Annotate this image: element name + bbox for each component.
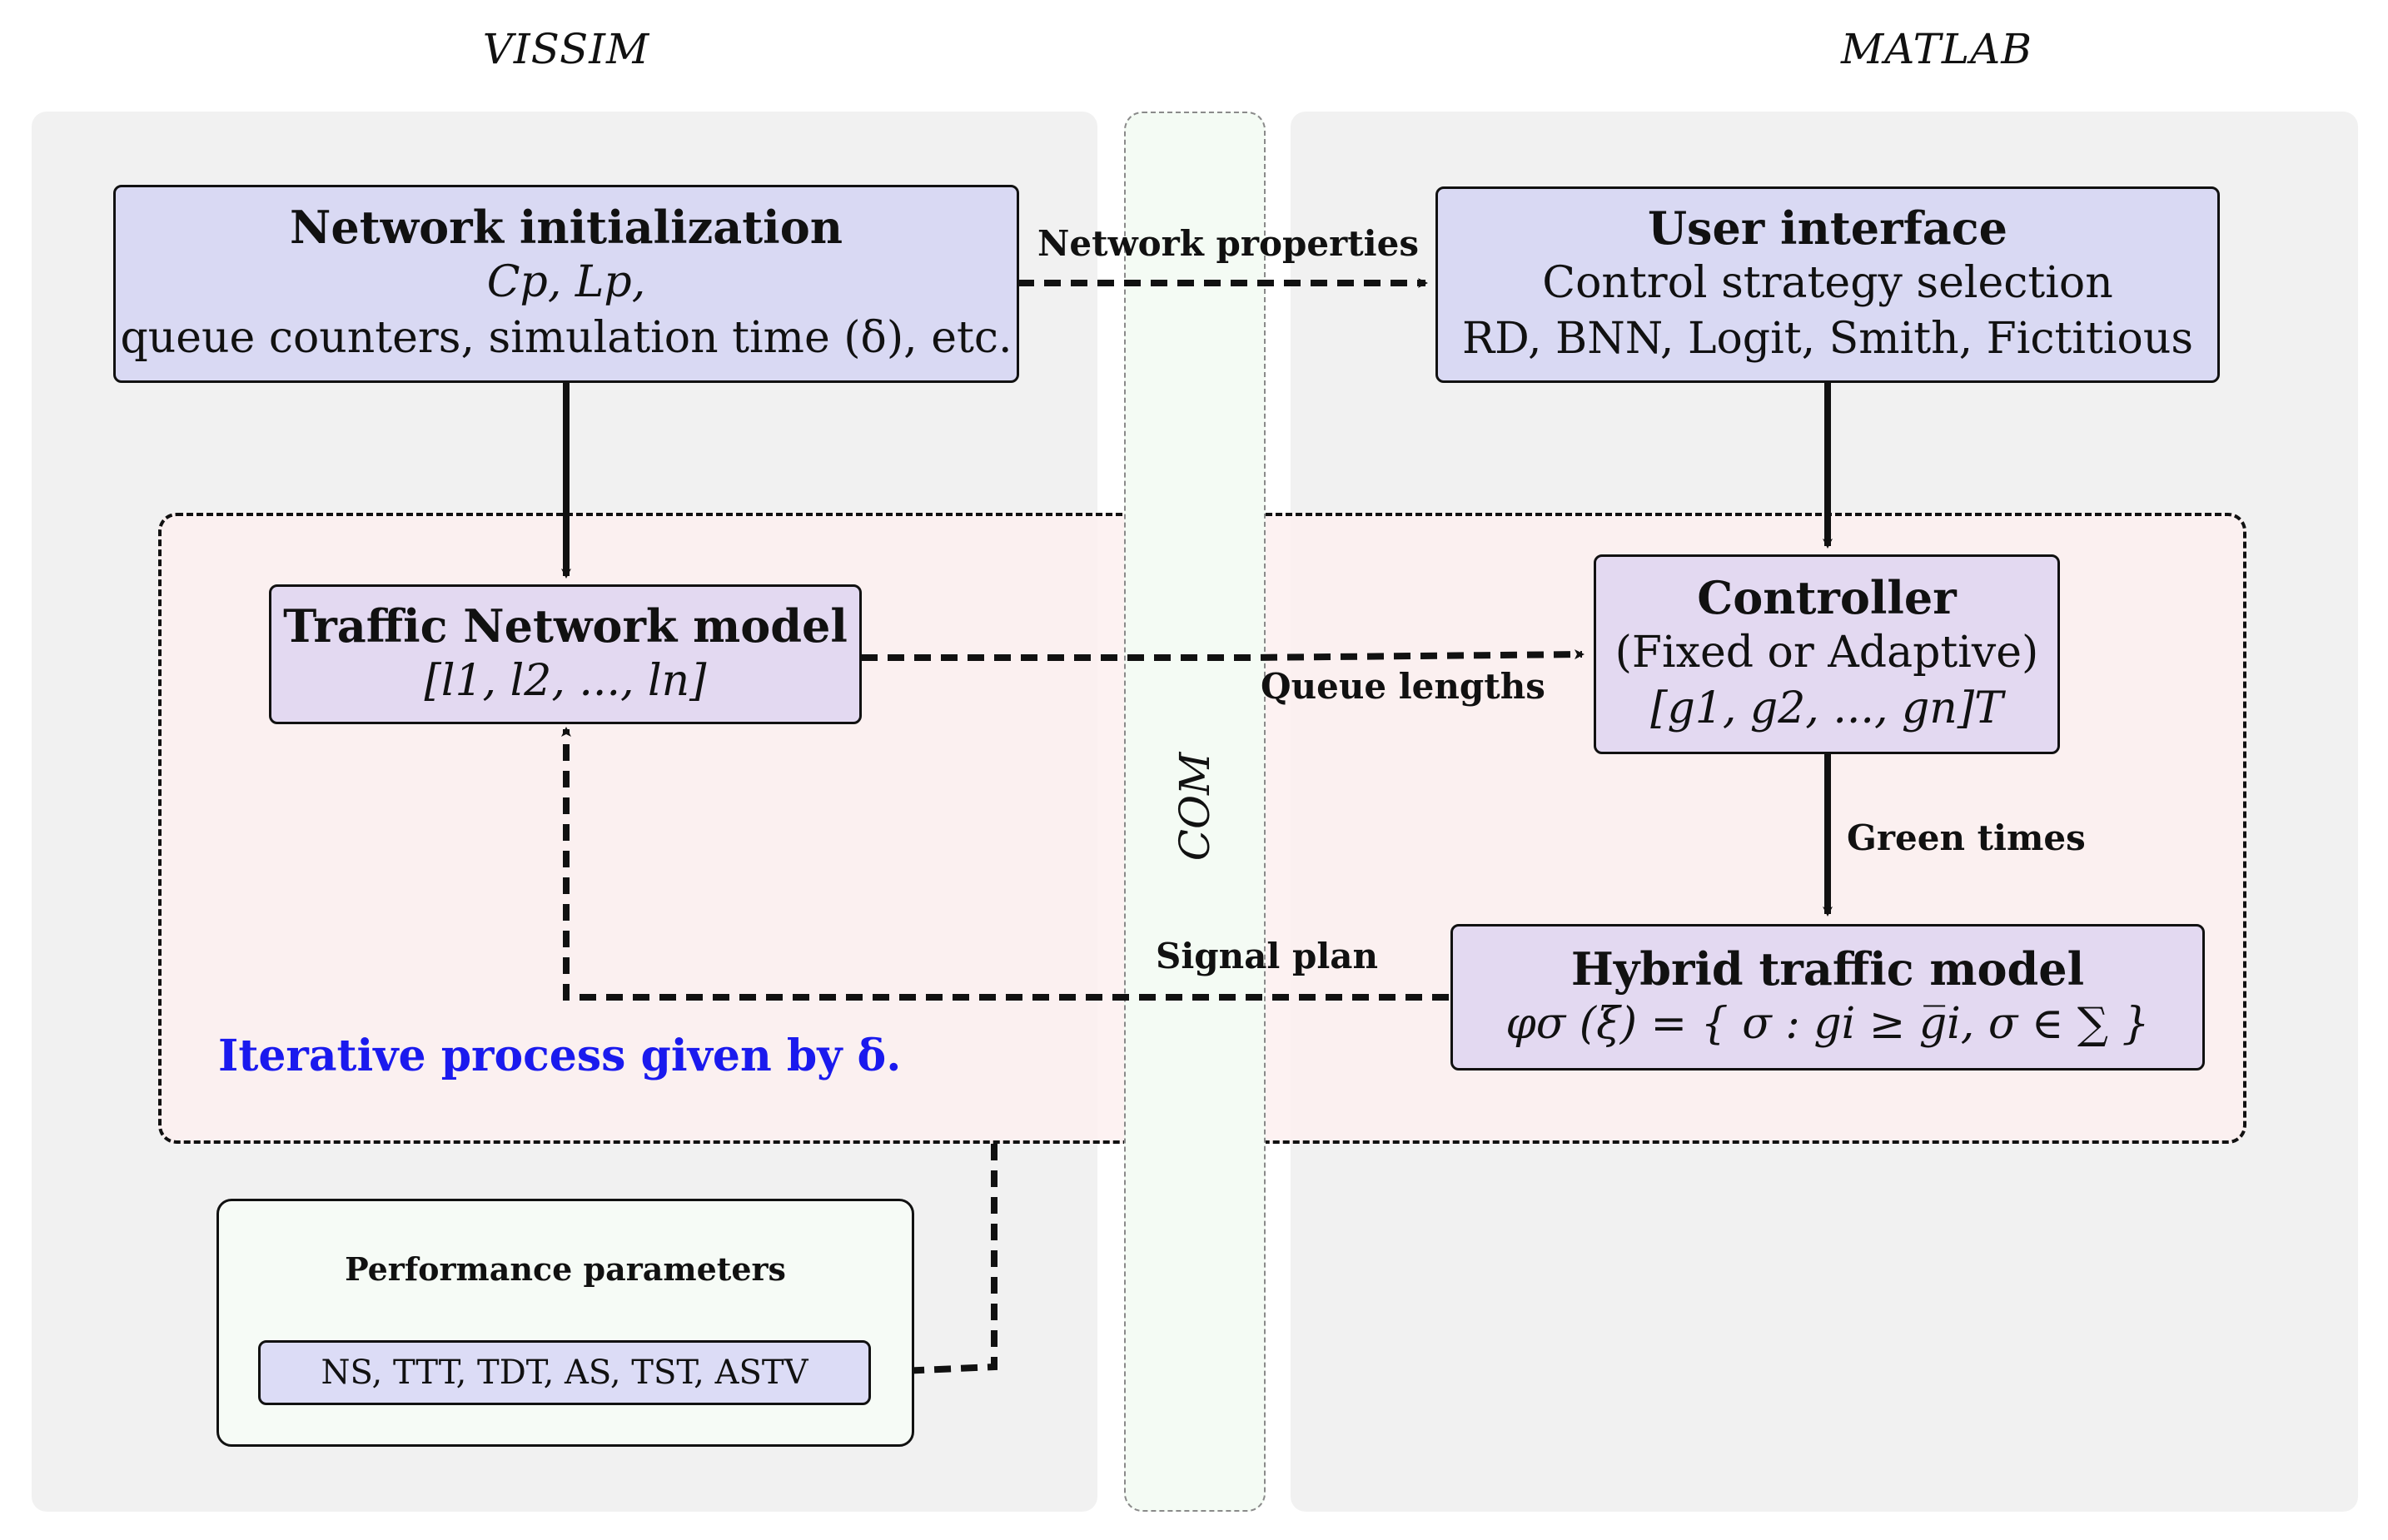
matlab-title: MATLAB — [1841, 25, 2032, 73]
green-times-label: Green times — [1847, 817, 2086, 858]
controller-title: Controller — [1697, 571, 1957, 624]
hybrid-traffic-model-title: Hybrid traffic model — [1570, 941, 2085, 996]
network-properties-label: Network properties — [1037, 223, 1419, 264]
hybrid-traffic-model-box: Hybrid traffic model φσ (ξ) = { σ : gi ≥… — [1450, 924, 2205, 1071]
user-interface-box: User interface Control strategy selectio… — [1435, 186, 2220, 383]
controller-vector: [g1, g2, ..., gn]T — [1650, 683, 2003, 734]
controller-mode: (Fixed or Adaptive) — [1614, 627, 2039, 678]
controller-box: Controller (Fixed or Adaptive) [g1, g2, … — [1594, 554, 2060, 754]
user-interface-subtitle: Control strategy selection — [1542, 257, 2113, 308]
user-interface-title: User interface — [1647, 201, 2008, 255]
traffic-network-model-vector: [l1, l2, ..., ln] — [424, 655, 707, 706]
traffic-network-model-title: Traffic Network model — [283, 599, 848, 653]
network-initialization-details: queue counters, simulation time (δ), etc… — [120, 313, 1012, 364]
signal-plan-label: Signal plan — [1156, 936, 1379, 976]
hybrid-traffic-model-formula: φσ (ξ) = { σ : gi ≥ g̅i, σ ∈ ∑ } — [1505, 998, 2150, 1049]
queue-lengths-label: Queue lengths — [1261, 666, 1545, 707]
network-initialization-capacity: Cp, Lp, — [486, 256, 646, 307]
performance-metrics: NS, TTT, TDT, AS, TST, ASTV — [258, 1340, 871, 1405]
performance-parameters-title: Performance parameters — [345, 1250, 786, 1288]
network-initialization-box: Network initialization Cp, Lp, queue cou… — [113, 185, 1019, 383]
vissim-title: VISSIM — [482, 25, 650, 73]
traffic-network-model-box: Traffic Network model [l1, l2, ..., ln] — [269, 584, 862, 724]
com-label: COM — [1171, 752, 1219, 862]
iterative-process-label: Iterative process given by δ. — [218, 1031, 902, 1081]
performance-parameters-box — [216, 1199, 914, 1447]
network-initialization-title: Network initialization — [290, 201, 843, 254]
user-interface-strategies: RD, BNN, Logit, Smith, Fictitious — [1461, 314, 2194, 365]
